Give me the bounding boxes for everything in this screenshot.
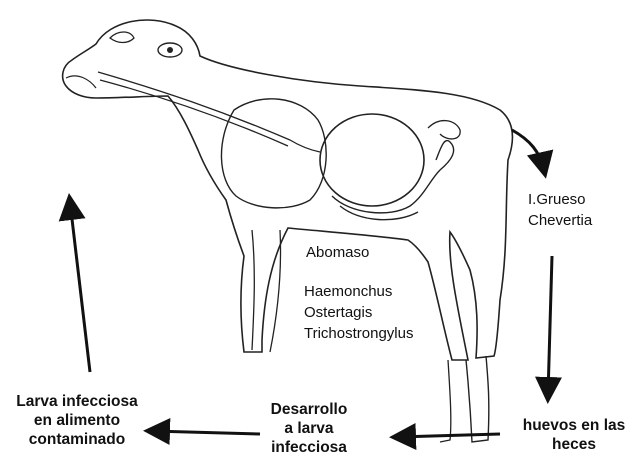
abomasum xyxy=(320,114,424,206)
arrow-development-to-larva xyxy=(152,431,260,434)
large-intestine-label: I.Grueso xyxy=(528,191,586,209)
large-intestine-parasite: Chevertia xyxy=(528,212,592,230)
step-development-line2: a larva xyxy=(254,419,364,438)
arrow-to-large-intestine xyxy=(512,130,544,170)
step-eggs: huevos en las heces xyxy=(506,416,642,454)
esophagus xyxy=(98,72,320,152)
rear-leg xyxy=(466,356,489,442)
step-development-line3: infecciosa xyxy=(254,438,364,457)
front-leg xyxy=(252,230,281,352)
intestine xyxy=(332,141,454,220)
parasite-trichostrongylus: Trichostrongylus xyxy=(304,325,413,343)
step-eggs-line2: heces xyxy=(506,435,642,454)
step-larva-line1: Larva infecciosa xyxy=(2,392,152,411)
step-infective-larva: Larva infecciosa en alimento contaminado xyxy=(2,392,152,449)
rear-leg-back xyxy=(440,360,451,442)
arrow-to-eggs xyxy=(548,256,552,395)
parasite-haemonchus: Haemonchus xyxy=(304,283,392,301)
rumen xyxy=(221,99,326,208)
sheep-ear xyxy=(110,32,134,43)
step-eggs-line1: huevos en las xyxy=(506,416,642,435)
step-larva-line3: contaminado xyxy=(2,430,152,449)
sheep-outline xyxy=(63,20,513,360)
parasite-ostertagis: Ostertagis xyxy=(304,304,372,322)
step-larva-line2: en alimento xyxy=(2,411,152,430)
arrow-larva-to-sheep xyxy=(70,202,90,372)
organ-label: Abomaso xyxy=(306,244,369,262)
step-development: Desarrollo a larva infecciosa xyxy=(254,400,364,457)
arrow-eggs-to-development xyxy=(398,434,500,437)
step-development-line1: Desarrollo xyxy=(254,400,364,419)
